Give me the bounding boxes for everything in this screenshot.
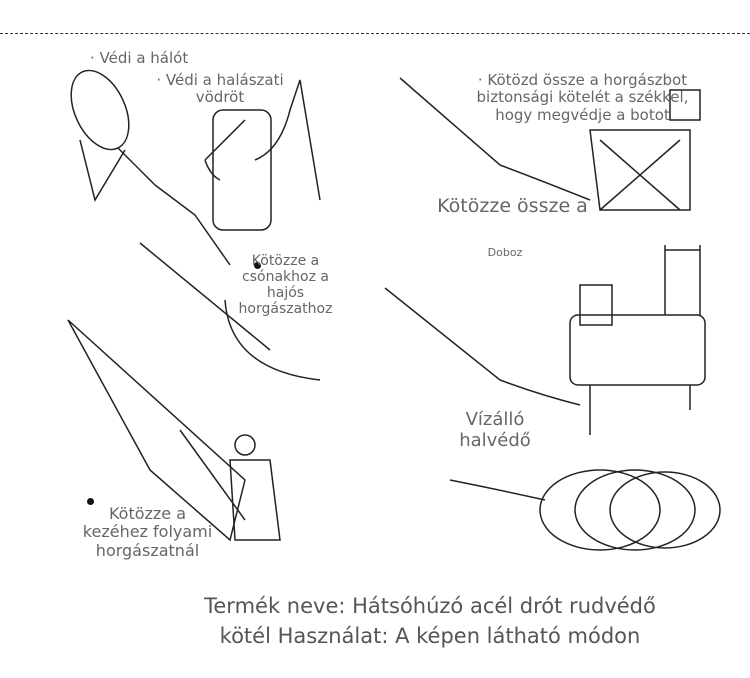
- tackle-box-drawing: [384, 245, 706, 435]
- boat-rod-drawing: [139, 242, 321, 381]
- footer-product-name: Termék neve: Hátsóhúzó acél drót rudvédő: [204, 594, 656, 618]
- dashed-divider: [0, 33, 750, 34]
- river-angler-drawing: [67, 319, 281, 542]
- label-waterproof: Vízálló halvédő: [459, 409, 531, 451]
- bucket-drawing: [204, 79, 321, 231]
- bullet-dot: [87, 498, 94, 505]
- landing-net-drawing: [70, 69, 231, 266]
- keep-net-drawing: [449, 469, 721, 551]
- footer-usage: kötél Használat: A képen látható módon: [219, 624, 641, 648]
- chair-rod-drawing: [399, 77, 701, 211]
- label-box-big: Kötözze össze a: [437, 195, 588, 217]
- label-bucket: · Védi a halászati vödröt: [156, 71, 284, 107]
- label-box-small: Doboz: [487, 246, 523, 259]
- label-chair: · Kötözd össze a horgászbot biztonsági k…: [476, 71, 689, 124]
- label-boat: Kötözze a csónakhoz a hajós horgászathoz: [238, 253, 333, 318]
- label-net: · Védi a hálót: [90, 49, 189, 67]
- bullet-dot: [254, 262, 261, 269]
- label-hand: Kötözze a kezéhez folyami horgászatnál: [82, 504, 213, 560]
